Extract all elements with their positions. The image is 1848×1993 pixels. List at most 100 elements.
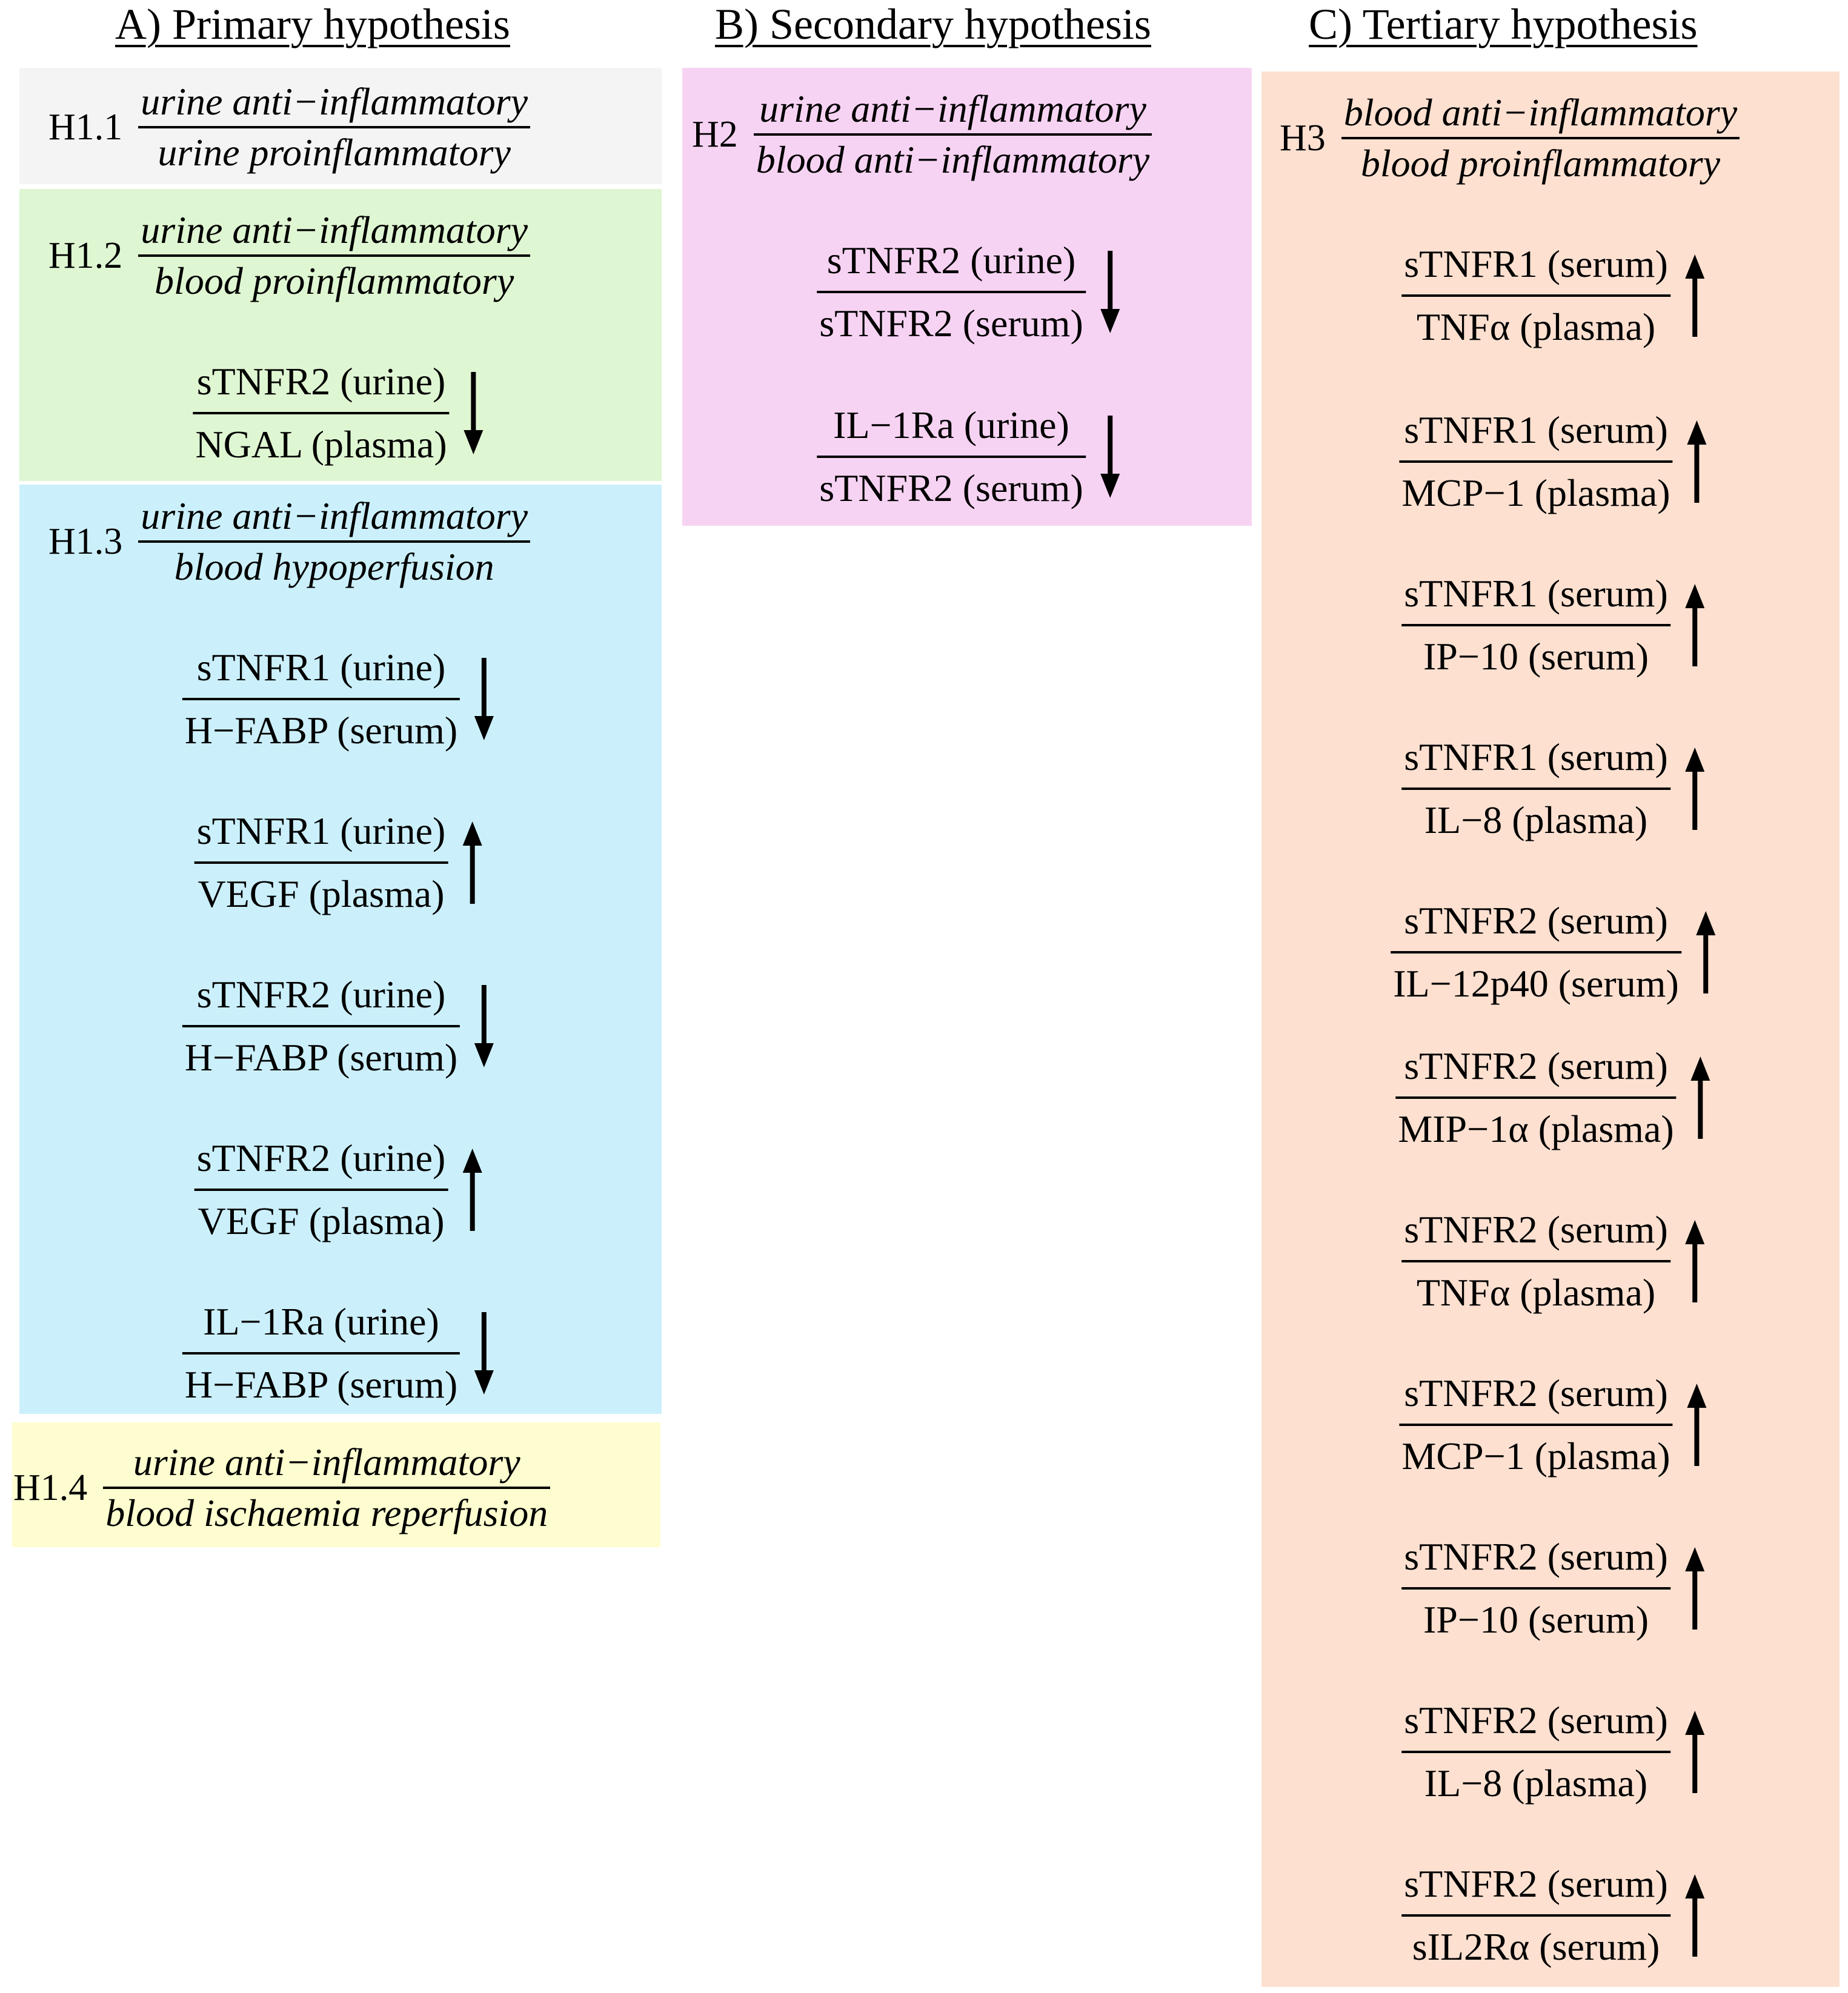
ratio-denominator: IL−8 (plasma) — [1424, 1762, 1648, 1805]
ratio-denominator: IL−12p40 (serum) — [1393, 962, 1679, 1005]
ratio-fraction: sTNFR2 (urine)VEGF (plasma) — [194, 1128, 448, 1252]
box-h1-4 — [12, 1422, 660, 1547]
ratio-numerator: sTNFR2 (serum) — [1395, 1036, 1677, 1099]
box-h3 — [1261, 71, 1840, 1987]
hypothesis-numerator: urine anti−inflammatory — [138, 492, 530, 543]
ratio-fraction: sTNFR2 (urine)NGAL (plasma) — [193, 351, 450, 475]
ratio-fraction: sTNFR1 (serum) MCP−1 (plasma) — [1399, 400, 1673, 523]
ratio-row: sTNFR1 (urine)VEGF (plasma) — [194, 801, 485, 924]
ratio-denominator: IL−8 (plasma) — [1424, 798, 1648, 841]
ratio-denominator: IP−10 (serum) — [1423, 635, 1649, 678]
ratio-row: sTNFR2 (urine)VEGF (plasma) — [194, 1128, 485, 1252]
hypothesis-fraction: urine anti−inflammatory blood proinflamm… — [138, 206, 530, 305]
hypothesis-id: H1.4 — [13, 1467, 88, 1508]
ratio-numerator: sTNFR2 (serum) — [1401, 1690, 1670, 1753]
ratio-numerator: sTNFR1 (urine) — [182, 637, 460, 700]
hypothesis-denominator: blood proinflammatory — [155, 259, 514, 302]
hypothesis-numerator: urine anti−inflammatory — [103, 1438, 551, 1489]
ratio-denominator: TNFα (plasma) — [1416, 1271, 1656, 1314]
ratio-row: sTNFR1 (serum) MCP−1 (plasma) — [1399, 400, 1709, 523]
hypothesis-id: H2 — [692, 113, 738, 155]
arrow-up-icon — [460, 1149, 484, 1231]
arrow-up-icon — [1683, 1874, 1707, 1957]
ratio-fraction: sTNFR2 (serum)MIP−1α (plasma) — [1395, 1036, 1677, 1159]
hypothesis-numerator: blood anti−inflammatory — [1341, 88, 1740, 139]
ratio-numerator: sTNFR1 (urine) — [194, 801, 448, 864]
ratio-numerator: sTNFR2 (urine) — [817, 230, 1086, 293]
ratio-row: sTNFR2 (serum) IL−12p40 (serum) — [1391, 890, 1718, 1014]
ratio-row: sTNFR1 (serum)TNFα (plasma) — [1401, 234, 1707, 357]
arrow-up-icon — [1683, 1220, 1707, 1302]
hypothesis-fraction: urine anti−inflammatory blood hypoperfus… — [138, 492, 530, 591]
hypothesis-h3: H3 blood anti−inflammatory blood proinfl… — [1280, 88, 1740, 188]
arrow-up-icon — [460, 821, 484, 904]
ratio-fraction: sTNFR1 (serum) IL−8 (plasma) — [1401, 727, 1670, 851]
ratio-numerator: IL−1Ra (urine) — [817, 395, 1086, 458]
arrow-down-icon — [472, 658, 496, 740]
ratio-fraction: sTNFR2 (serum)MCP−1 (plasma) — [1399, 1363, 1673, 1487]
hypothesis-denominator: blood hypoperfusion — [174, 545, 494, 588]
ratio-fraction: sTNFR2 (serum) IP−10 (serum) — [1401, 1527, 1670, 1650]
ratio-denominator: TNFα (plasma) — [1416, 305, 1656, 348]
arrow-up-icon — [1683, 584, 1707, 666]
ratio-row: sTNFR2 (serum)MCP−1 (plasma) — [1399, 1363, 1709, 1487]
ratio-row: sTNFR1 (serum) IL−8 (plasma) — [1401, 727, 1707, 851]
arrow-up-icon — [1685, 420, 1709, 503]
hypothesis-fraction: urine anti−inflammatory blood anti−infla… — [753, 85, 1152, 184]
column-b-title: B) Secondary hypothesis — [715, 0, 1151, 48]
box-h2 — [682, 68, 1252, 526]
ratio-row: sTNFR2 (urine)H−FABP (serum) — [182, 964, 496, 1088]
ratio-fraction: sTNFR1 (urine) H−FABP (serum) — [182, 637, 460, 761]
ratio-row: IL−1Ra (urine)H−FABP (serum) — [182, 1292, 496, 1415]
ratio-numerator: sTNFR2 (urine) — [182, 964, 460, 1027]
hypothesis-fraction: blood anti−inflammatory blood proinflamm… — [1341, 88, 1740, 188]
ratio-fraction: sTNFR2 (serum) IL−12p40 (serum) — [1391, 890, 1681, 1014]
hypothesis-fraction: urine anti−inflammatory blood ischaemia … — [103, 1438, 551, 1537]
ratio-numerator: sTNFR2 (serum) — [1401, 1854, 1670, 1917]
ratio-row: sTNFR2 (serum) sIL2Rα (serum) — [1401, 1854, 1707, 1977]
hypothesis-id: H3 — [1280, 117, 1326, 159]
arrow-down-icon — [462, 372, 486, 454]
ratio-row: sTNFR1 (urine) H−FABP (serum) — [182, 637, 496, 761]
hypothesis-h2: H2 urine anti−inflammatory blood anti−in… — [692, 85, 1152, 184]
ratio-fraction: sTNFR1 (serum) IP−10 (serum) — [1401, 563, 1670, 687]
hypothesis-denominator: urine proinflammatory — [158, 131, 511, 174]
hypothesis-h1-2: H1.2 urine anti−inflammatory blood proin… — [48, 206, 530, 305]
ratio-row: sTNFR2 (serum) IP−10 (serum) — [1401, 1527, 1707, 1650]
ratio-numerator: sTNFR2 (serum) — [1401, 1527, 1670, 1590]
hypothesis-h1-4: H1.4 urine anti−inflammatory blood ischa… — [13, 1438, 551, 1537]
ratio-fraction: sTNFR1 (serum)TNFα (plasma) — [1401, 234, 1670, 357]
ratio-fraction: sTNFR1 (urine)VEGF (plasma) — [194, 801, 448, 924]
ratio-row: sTNFR2 (serum)TNFα (plasma) — [1401, 1199, 1707, 1323]
arrow-down-icon — [1098, 416, 1122, 498]
box-h1-2 — [19, 189, 662, 481]
ratio-numerator: sTNFR1 (serum) — [1401, 563, 1670, 626]
ratio-numerator: sTNFR2 (urine) — [193, 351, 450, 414]
hypothesis-denominator: blood proinflammatory — [1360, 142, 1721, 185]
ratio-fraction: IL−1Ra (urine)H−FABP (serum) — [182, 1292, 460, 1415]
hypothesis-id: H1.1 — [48, 106, 123, 148]
ratio-numerator: sTNFR1 (serum) — [1399, 400, 1673, 463]
arrow-up-icon — [1683, 1547, 1707, 1630]
hypothesis-fraction: urine anti−inflammatory urine proinflamm… — [138, 78, 530, 177]
ratio-row: IL−1Ra (urine)sTNFR2 (serum) — [817, 395, 1122, 519]
column-c-title: C) Tertiary hypothesis — [1309, 0, 1698, 48]
ratio-denominator: H−FABP (serum) — [184, 709, 458, 752]
ratio-row: sTNFR2 (serum) IL−8 (plasma) — [1401, 1690, 1707, 1814]
column-a-title: A) Primary hypothesis — [115, 0, 510, 48]
arrow-down-icon — [1098, 251, 1122, 333]
ratio-denominator: IP−10 (serum) — [1423, 1598, 1649, 1641]
ratio-fraction: sTNFR2 (serum)TNFα (plasma) — [1401, 1199, 1670, 1323]
ratio-numerator: sTNFR2 (serum) — [1391, 890, 1681, 953]
ratio-denominator: VEGF (plasma) — [198, 1199, 445, 1242]
ratio-row: sTNFR1 (serum) IP−10 (serum) — [1401, 563, 1707, 687]
ratio-denominator: sIL2Rα (serum) — [1412, 1925, 1660, 1968]
ratio-denominator: MCP−1 (plasma) — [1401, 1434, 1670, 1477]
ratio-denominator: MCP−1 (plasma) — [1401, 471, 1670, 514]
ratio-fraction: sTNFR2 (urine)H−FABP (serum) — [182, 964, 460, 1088]
hypothesis-id: H1.2 — [48, 234, 123, 276]
ratio-fraction: sTNFR2 (urine)sTNFR2 (serum) — [817, 230, 1086, 354]
ratio-row: sTNFR2 (urine)NGAL (plasma) — [193, 351, 485, 475]
ratio-numerator: IL−1Ra (urine) — [182, 1292, 460, 1355]
ratio-numerator: sTNFR1 (serum) — [1401, 727, 1670, 790]
